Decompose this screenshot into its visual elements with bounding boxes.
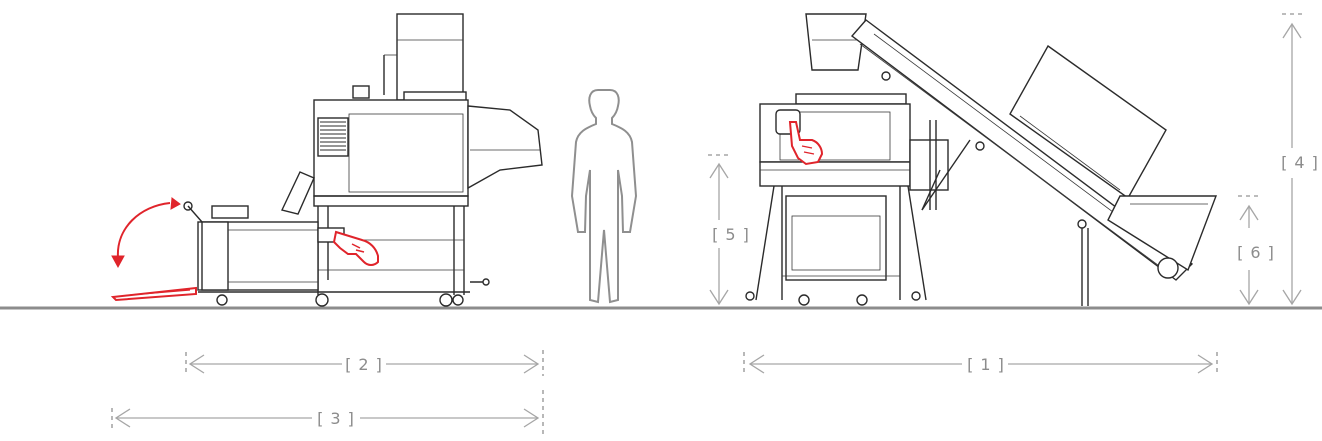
dimension-3-label: [ 3 ] (317, 409, 355, 428)
dimension-5-label: [ 5 ] (712, 225, 750, 244)
dimension-5: [ 5 ] (708, 154, 750, 306)
dimension-6: [ 6 ] (1237, 195, 1275, 306)
dimension-2: [ 2 ] (185, 350, 544, 376)
dimension-6-label: [ 6 ] (1237, 243, 1275, 262)
dimension-4-label: [ 4 ] (1281, 153, 1319, 172)
conveyor (850, 19, 1218, 306)
hand-pointer-icon (332, 230, 379, 266)
hand-pointer-icon-front (788, 121, 824, 166)
dimension-4: [ 4 ] (1281, 13, 1319, 306)
machine-side-view (183, 13, 543, 307)
red-handle (110, 286, 197, 302)
dimension-2-label: [ 2 ] (345, 355, 383, 374)
dimension-3: [ 3 ] (111, 390, 544, 438)
dimension-1-label: [ 1 ] (967, 355, 1005, 374)
person-silhouette-icon (570, 89, 638, 304)
machine-front-view (745, 13, 971, 306)
dimension-1: [ 1 ] (743, 352, 1218, 374)
rotation-arrow (111, 197, 181, 269)
